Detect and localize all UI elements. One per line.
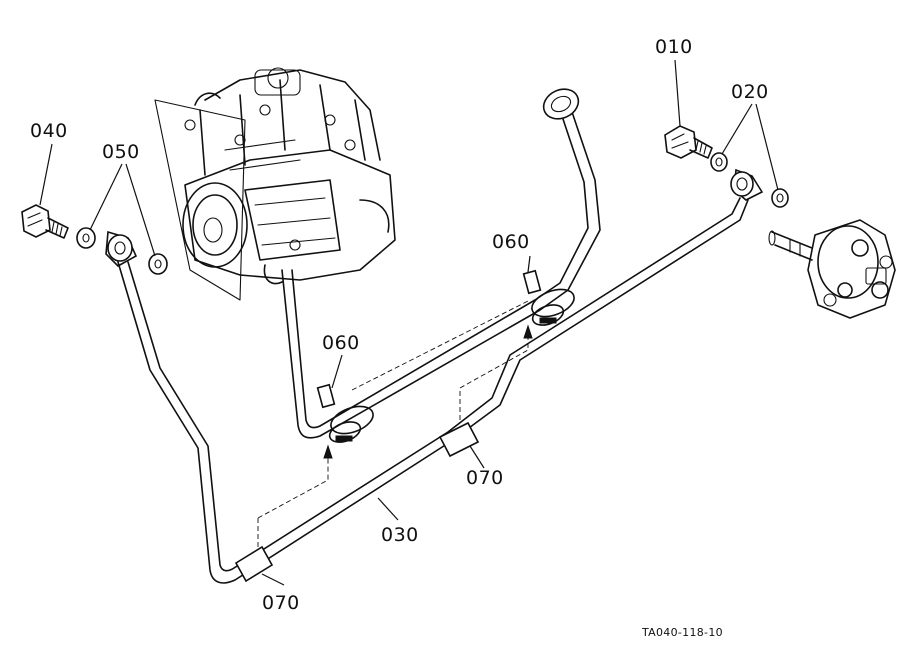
part-label-010: 010 [655,36,693,58]
leader-lines [39,59,779,586]
pipe-clamp-060-lower [316,383,374,443]
part-label-060-lower: 060 [322,332,360,354]
fuel-pipe-030 [117,197,749,584]
part-label-020: 020 [731,81,769,103]
pipe-sleeve-070-right [438,421,480,458]
part-label-070-right: 070 [466,467,504,489]
part-label-040: 040 [30,120,68,142]
washer-020-upper-hole [715,157,723,167]
arrow-upper-clamp [523,324,533,339]
alignment-line-clamps [351,299,531,391]
washer-050-left [76,227,96,249]
washer-020-lower [771,188,789,208]
pipe-clamp-060-upper [522,269,575,326]
part-label-060-upper: 060 [492,231,530,253]
banjo-fitting-right [730,168,764,201]
arrow-lower-clamp [323,444,333,459]
part-label-050: 050 [102,141,140,163]
injection-pump-drawing [154,67,396,301]
fuel-feed-pump-drawing [768,219,896,319]
pipe-sleeve-070-left [234,545,274,583]
part-label-070-left: 070 [262,592,300,614]
part-label-030: 030 [381,524,419,546]
reference-code: TA040-118-10 [642,626,723,639]
washer-020-upper [710,152,728,172]
hollow-bolt-040-drawing [21,204,69,239]
alignment-line-right [459,332,529,420]
washer-020-lower-hole [776,193,784,203]
washer-050-right-hole [154,259,162,269]
washer-050-left-hole [82,233,90,243]
washer-050-right [148,253,168,275]
return-pipe [281,88,601,439]
banjo-fitting-left [105,230,138,267]
hollow-bolt-010-drawing [664,125,713,159]
alignment-line-left [257,455,329,550]
